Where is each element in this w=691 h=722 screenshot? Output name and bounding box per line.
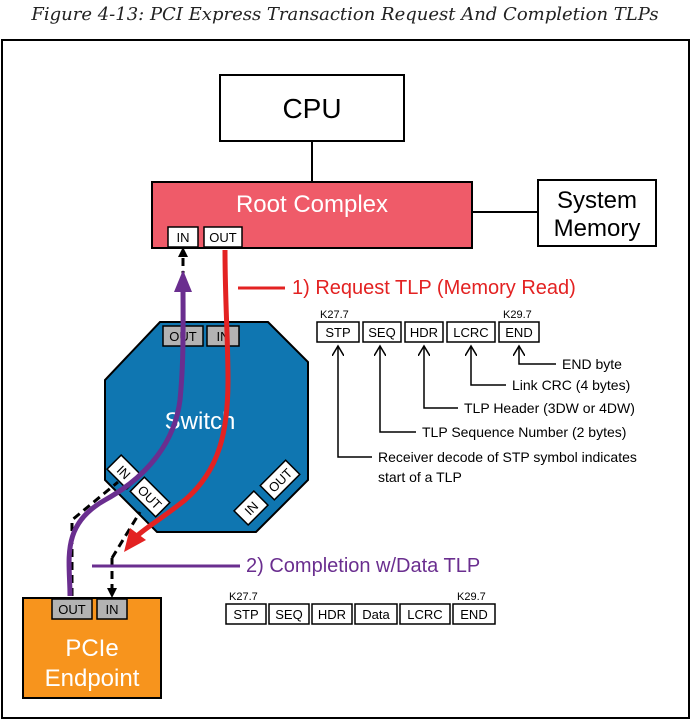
system-memory-box — [537, 179, 657, 247]
completion-fields: STP SEQ HDR Data LCRC END — [225, 603, 496, 625]
completion-field-data: Data — [362, 607, 390, 622]
root-complex-label: Root Complex — [236, 191, 388, 218]
completion-field-box — [268, 603, 310, 625]
request-field-stp: STP — [325, 325, 350, 340]
request-field-box — [404, 321, 444, 343]
request-field-seq: SEQ — [368, 325, 395, 340]
root-out-port — [203, 226, 243, 248]
request-field-end: END — [505, 325, 532, 340]
leader-end — [519, 346, 556, 365]
completion-label: 2) Completion w/Data TLP — [246, 555, 480, 577]
desc-seq-number: TLP Sequence Number (2 bytes) — [422, 424, 626, 440]
desc-end-byte: END byte — [562, 356, 622, 372]
switch-br-out-port: OUT — [259, 459, 301, 501]
endpoint-in-label: IN — [106, 602, 119, 617]
request-arrowhead — [124, 528, 146, 552]
request-label: 1) Request TLP (Memory Read) — [292, 277, 576, 299]
leader-lcrc — [471, 346, 506, 386]
desc-tlp-header: TLP Header (3DW or 4DW) — [464, 400, 635, 416]
completion-field-box — [399, 603, 451, 625]
leader-hdr — [424, 346, 458, 409]
request-field-box — [446, 321, 496, 343]
root-out-label: OUT — [209, 230, 237, 245]
figure-frame — [1, 39, 690, 719]
completion-field-box — [354, 603, 398, 625]
system-memory-line1: System — [557, 187, 637, 214]
endpoint-line2: Endpoint — [45, 665, 140, 692]
switch-to-endpoint-dashed — [110, 511, 142, 559]
completion-field-box — [311, 603, 353, 625]
request-fields: STP SEQ HDR LCRC END — [316, 321, 540, 343]
switch-body — [104, 321, 309, 533]
completion-field-end: END — [460, 607, 487, 622]
completion-field-lcrc: LCRC — [407, 607, 442, 622]
request-field-box — [362, 321, 402, 343]
completion-field-box — [225, 603, 267, 625]
system-memory-line2: Memory — [554, 215, 641, 242]
endpoint-line1: PCIe — [65, 635, 118, 662]
request-field-box — [316, 321, 360, 343]
completion-arrowhead — [174, 270, 192, 292]
completion-k-end: K29.7 — [457, 591, 486, 603]
completion-field-stp: STP — [233, 607, 258, 622]
completion-field-hdr: HDR — [318, 607, 346, 622]
leader-stp — [338, 346, 372, 458]
request-k-start: K27.7 — [320, 309, 349, 321]
request-path — [133, 249, 231, 540]
cpu-label: CPU — [282, 93, 341, 124]
desc-stp-line1: Receiver decode of STP symbol indicates — [378, 449, 637, 465]
endpoint-in-port — [96, 598, 128, 620]
endpoint-out-label: OUT — [58, 602, 86, 617]
switch-top-in-port — [206, 325, 240, 347]
completion-path — [66, 284, 186, 597]
request-k-end: K29.7 — [503, 309, 532, 321]
completion-field-box — [452, 603, 496, 625]
request-field-lcrc: LCRC — [453, 325, 488, 340]
completion-k-start: K27.7 — [229, 591, 258, 603]
request-field-hdr: HDR — [410, 325, 438, 340]
figure-title: Figure 4-13: PCI Express Transaction Req… — [30, 4, 658, 25]
request-field-box — [498, 321, 540, 343]
leader-seq — [380, 346, 416, 433]
desc-stp-line2: start of a TLP — [378, 469, 462, 485]
root-in-label: IN — [177, 230, 190, 245]
endpoint-out-port — [51, 598, 93, 620]
switch-br-in-port: IN — [232, 489, 270, 527]
desc-link-crc: Link CRC (4 bytes) — [512, 377, 630, 393]
root-complex-box — [151, 181, 473, 249]
completion-field-seq: SEQ — [275, 607, 302, 622]
